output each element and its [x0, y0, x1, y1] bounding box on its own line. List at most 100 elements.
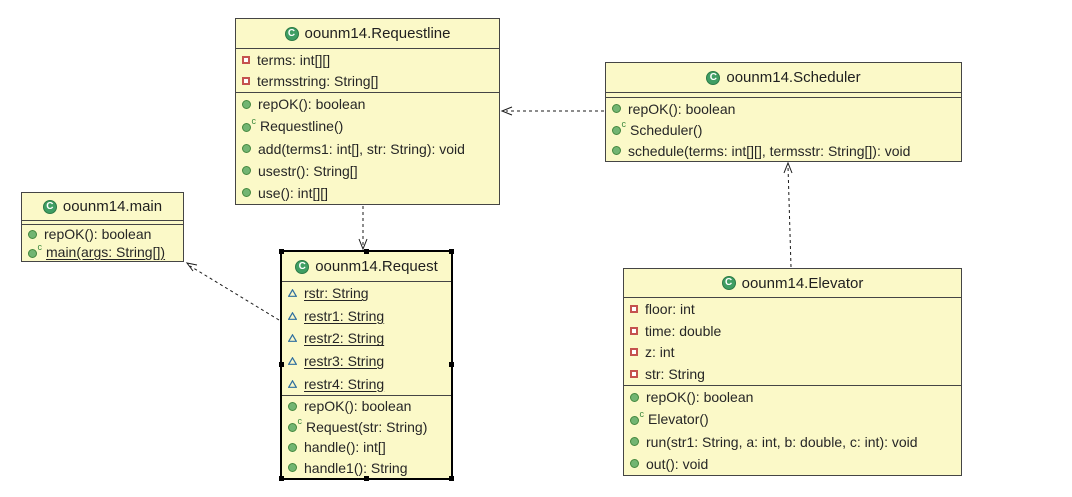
method-row: schedule(terms: int[][], termsstr: Strin… [606, 140, 961, 161]
method-label: use(): int[][] [258, 184, 329, 201]
method-row: usestr(): String[] [236, 160, 499, 182]
class-title: C oounm14.Requestline [236, 19, 499, 49]
constructor-icon: c [242, 116, 256, 132]
arrowhead-to-main [185, 262, 198, 272]
class-title-label: oounm14.main [62, 198, 163, 215]
selection-handle[interactable] [279, 249, 284, 254]
field-row: termsstring: String[] [236, 71, 499, 93]
field-label: restr3: String [304, 353, 385, 370]
field-row: restr2: String [282, 327, 451, 350]
field-label: restr4: String [304, 375, 385, 392]
field-label: time: double [645, 322, 722, 339]
public-method-icon [242, 144, 251, 153]
selection-handle[interactable] [449, 249, 454, 254]
class-box-scheduler[interactable]: C oounm14.Scheduler repOK(): boolean c S… [605, 62, 962, 162]
selection-handle[interactable] [363, 476, 369, 481]
class-box-elevator[interactable]: C oounm14.Elevator floor: int time: doub… [623, 268, 962, 476]
public-method-icon [288, 442, 297, 452]
field-row: restr1: String [282, 305, 451, 328]
field-label: restr1: String [304, 307, 385, 324]
method-label: Requestline() [260, 118, 344, 135]
selection-handle[interactable] [449, 362, 454, 367]
method-label: main(args: String[]) [46, 244, 166, 260]
class-icon: C [721, 276, 736, 290]
public-method-icon [28, 248, 37, 258]
method-row: out(): void [624, 453, 961, 475]
class-title: C oounm14.main [22, 193, 183, 221]
method-row: repOK(): boolean [282, 396, 451, 417]
class-title-label: oounm14.Elevator [741, 274, 864, 292]
method-label: add(terms1: int[], str: String): void [258, 140, 465, 157]
public-method-icon [242, 166, 251, 176]
selection-handle[interactable] [363, 249, 369, 254]
constructor-icon: c [630, 409, 644, 425]
field-row: z: int [624, 342, 961, 364]
method-label: handle(): int[] [304, 439, 386, 456]
public-method-icon [288, 401, 297, 411]
method-row: handle(): int[] [282, 437, 451, 458]
public-method-icon [242, 99, 251, 109]
method-row: c Elevator() [624, 408, 961, 430]
private-field-icon [630, 370, 638, 379]
public-method-icon [242, 122, 251, 132]
public-method-icon [28, 229, 37, 239]
class-box-request[interactable]: C oounm14.Request rstr: String restr1: S… [279, 249, 454, 481]
public-method-icon [288, 423, 297, 433]
fields-compartment: floor: int time: double z: int str: Stri… [624, 298, 961, 386]
dependency-arrow-elevator-to-scheduler[interactable] [787, 165, 792, 268]
method-label: Request(str: String) [306, 418, 428, 435]
method-label: usestr(): String[] [258, 162, 358, 179]
class-box-requestline[interactable]: C oounm14.Requestline terms: int[][] ter… [235, 18, 500, 205]
selection-handle[interactable] [449, 476, 454, 481]
field-label: floor: int [645, 300, 695, 317]
private-field-icon [630, 304, 638, 313]
field-label: terms: int[][] [257, 51, 331, 68]
field-row: str: String [624, 363, 961, 385]
method-label: out(): void [646, 455, 709, 472]
method-row: run(str1: String, a: int, b: double, c: … [624, 431, 961, 453]
field-row: time: double [624, 320, 961, 342]
method-label: repOK(): boolean [304, 398, 412, 415]
private-field-icon [630, 348, 638, 357]
selection-handle[interactable] [279, 362, 284, 367]
field-row: terms: int[][] [236, 49, 499, 71]
method-label: repOK(): boolean [646, 389, 754, 406]
method-row: c Request(str: String) [282, 417, 451, 438]
dependency-arrow-request-to-main[interactable] [189, 265, 280, 321]
method-label: Elevator() [648, 411, 709, 428]
method-label: handle1(): String [304, 459, 408, 476]
static-field-icon [288, 311, 297, 320]
constructor-icon: c [28, 243, 42, 258]
method-row: repOK(): boolean [22, 225, 183, 243]
class-icon: C [284, 26, 299, 41]
selection-handle[interactable] [279, 476, 284, 481]
method-row: add(terms1: int[], str: String): void [236, 137, 499, 159]
methods-compartment: repOK(): boolean c Elevator() run(str1: … [624, 386, 961, 475]
static-field-icon [288, 289, 297, 298]
public-method-icon [242, 188, 251, 198]
field-row: rstr: String [282, 282, 451, 305]
class-title-label: oounm14.Requestline [304, 25, 451, 42]
method-label: run(str1: String, a: int, b: double, c: … [646, 433, 918, 450]
method-label: repOK(): boolean [628, 100, 736, 117]
methods-compartment: repOK(): boolean c Requestline() add(ter… [236, 93, 499, 204]
static-field-icon [288, 379, 297, 388]
method-row: handle1(): String [282, 458, 451, 479]
method-row: repOK(): boolean [624, 386, 961, 408]
arrowhead-to-scheduler [783, 161, 793, 174]
class-title-label: oounm14.Request [315, 258, 438, 275]
method-label: repOK(): boolean [44, 226, 152, 242]
class-icon: C [295, 259, 310, 274]
field-row: restr4: String [282, 372, 451, 395]
public-method-icon [288, 463, 297, 473]
arrowhead-to-request [358, 238, 368, 251]
class-box-main[interactable]: C oounm14.main repOK(): boolean c main(a… [21, 192, 184, 262]
field-label: restr2: String [304, 330, 385, 347]
constructor-icon: c [288, 417, 302, 433]
private-field-icon [242, 77, 250, 86]
methods-compartment: repOK(): boolean c Request(str: String) … [282, 396, 451, 478]
class-title: C oounm14.Scheduler [606, 63, 961, 93]
public-method-icon [612, 104, 621, 113]
class-title: C oounm14.Request [282, 252, 451, 282]
